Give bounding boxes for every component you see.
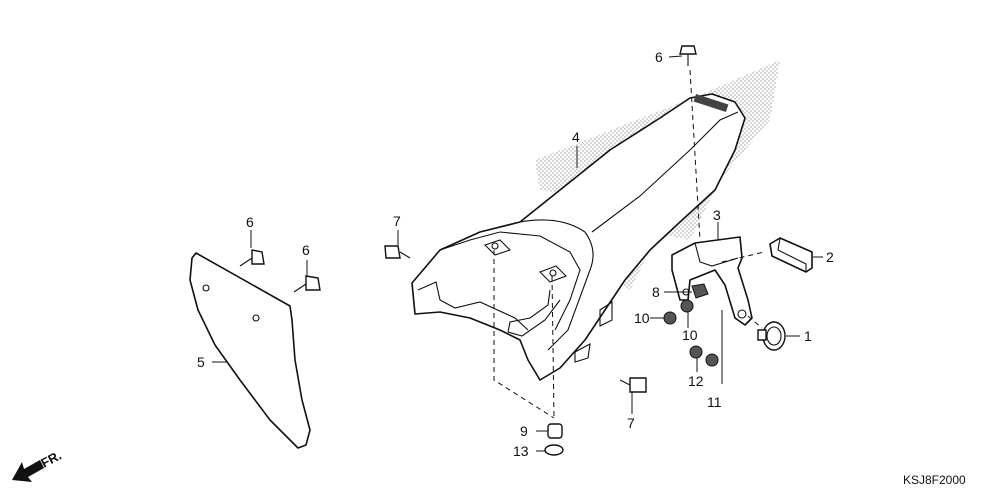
callout-4: 4 xyxy=(572,129,580,145)
assembly-line-mid xyxy=(551,275,555,419)
screw-bottom xyxy=(619,377,647,393)
front-direction-indicator: FR. xyxy=(12,448,64,482)
callout-7-bottom: 7 xyxy=(627,415,635,431)
bolt-left-lower xyxy=(293,275,321,293)
callout-7-left: 7 xyxy=(393,213,401,229)
callout-6-top: 6 xyxy=(655,49,663,65)
callout-12: 12 xyxy=(688,373,704,389)
rear-bracket xyxy=(671,236,753,326)
callout-6-left-upper: 6 xyxy=(246,214,254,230)
callout-2: 2 xyxy=(826,249,834,265)
callout-5: 5 xyxy=(197,354,205,370)
fender-label-plate xyxy=(693,93,729,113)
callout-3: 3 xyxy=(713,207,721,223)
bolt-left-upper xyxy=(239,249,265,267)
callout-13: 13 xyxy=(513,443,529,459)
bolt-top xyxy=(679,45,697,66)
callout-1: 1 xyxy=(804,328,812,344)
callout-8: 8 xyxy=(652,284,660,300)
grommet-9 xyxy=(547,423,563,439)
diagram-reference-code: KSJ8F2000 xyxy=(903,473,966,487)
assembly-line-top xyxy=(689,69,701,241)
callout-10-b: 10 xyxy=(682,327,698,343)
rubber-pad xyxy=(769,237,813,273)
side-cover xyxy=(189,252,311,449)
assembly-line-reflector xyxy=(747,315,763,329)
washer-13 xyxy=(544,444,564,456)
assembly-line-right xyxy=(721,251,765,263)
callout-10-a: 10 xyxy=(634,310,650,326)
nut-10-a xyxy=(663,311,677,325)
front-arrow-icon xyxy=(12,460,44,482)
screw-left xyxy=(384,245,411,259)
grommet-8 xyxy=(691,283,709,299)
callout-6-left-lower: 6 xyxy=(302,242,310,258)
nut-10-b xyxy=(680,299,694,313)
callout-11: 11 xyxy=(707,394,722,410)
nut-12 xyxy=(689,345,703,359)
rear-fender xyxy=(411,93,746,381)
callout-9: 9 xyxy=(520,423,528,439)
nut-11 xyxy=(705,353,719,367)
reflector xyxy=(757,321,786,351)
assembly-line-left xyxy=(493,250,555,419)
